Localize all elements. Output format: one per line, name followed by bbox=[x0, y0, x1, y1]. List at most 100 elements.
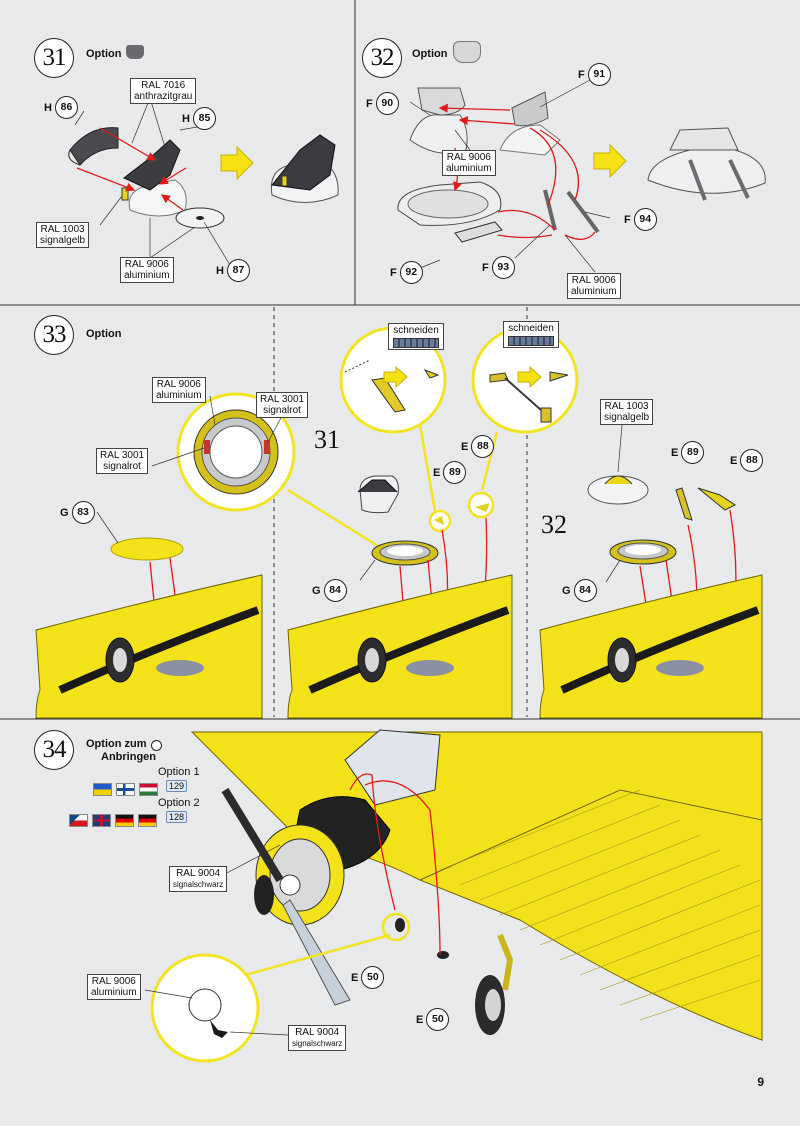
ral-color-name: aluminium bbox=[124, 270, 170, 281]
ral-code: RAL 1003 bbox=[604, 401, 649, 412]
cut-label: schneiden bbox=[508, 323, 554, 334]
option2-flags bbox=[69, 814, 157, 827]
ral-code: RAL 9004 bbox=[176, 868, 221, 879]
part-letter: F bbox=[390, 266, 397, 279]
part-letter: H bbox=[182, 112, 190, 125]
cut-instruction-right: schneiden bbox=[503, 321, 559, 348]
ral-color-name: signalgelb bbox=[604, 412, 650, 423]
option1-flags bbox=[93, 783, 158, 796]
step-number-31: 31 bbox=[34, 38, 74, 78]
ral-code: RAL 9006 bbox=[571, 275, 616, 286]
step33-artwork bbox=[35, 326, 763, 719]
part-number: 89 bbox=[443, 461, 467, 484]
ral-color-name: aluminium bbox=[446, 163, 492, 174]
ral-code: RAL 7016 bbox=[141, 80, 186, 91]
cut-instruction-left: schneiden bbox=[388, 323, 444, 350]
part-letter: F bbox=[482, 261, 489, 274]
ral-code: RAL 3001 bbox=[260, 394, 305, 405]
ral-color-name: aluminium bbox=[156, 390, 202, 401]
ral-code: RAL 9006 bbox=[91, 976, 136, 987]
part-number: 50 bbox=[361, 966, 385, 989]
part-number: 89 bbox=[681, 441, 705, 464]
ral-color-name: signalschwarz bbox=[292, 1039, 343, 1048]
option2-label: Option 2 bbox=[158, 797, 200, 809]
part-number: 83 bbox=[71, 501, 95, 524]
part-number: 88 bbox=[740, 449, 764, 472]
part-letter: E bbox=[730, 454, 738, 467]
step31-ral-7016: RAL 7016 anthrazitgrau bbox=[130, 78, 197, 104]
step34-ral-9004-bottom: RAL 9004 signalschwarz bbox=[288, 1025, 347, 1051]
ral-color-name: signalschwarz bbox=[173, 880, 224, 889]
step34-ral-9006: RAL 9006 aluminium bbox=[87, 974, 141, 1000]
step33-option-label: Option bbox=[86, 328, 122, 340]
part-number: 50 bbox=[426, 1008, 450, 1031]
part-number: 85 bbox=[192, 107, 216, 130]
ral-color-name: signalrot bbox=[103, 461, 141, 472]
flag-uk-icon bbox=[92, 814, 111, 827]
step34-artwork bbox=[144, 729, 763, 1063]
part-number: 94 bbox=[633, 208, 657, 231]
part-letter: E bbox=[671, 446, 679, 459]
decal-129-badge: 129 bbox=[166, 780, 188, 792]
ral-color-name: anthrazitgrau bbox=[134, 91, 193, 102]
step34-option-label-line2: Anbringen bbox=[101, 751, 156, 763]
part-letter: G bbox=[312, 584, 321, 597]
flag-ukraine-icon bbox=[93, 783, 112, 796]
part-letter: H bbox=[216, 264, 224, 277]
part-letter: E bbox=[461, 440, 469, 453]
ral-code: RAL 9006 bbox=[124, 259, 169, 270]
part-number: 86 bbox=[54, 96, 78, 119]
step-number-34: 34 bbox=[34, 730, 74, 770]
step31-artwork bbox=[68, 97, 339, 266]
flag-hungary-icon bbox=[139, 783, 158, 796]
part-letter: F bbox=[578, 68, 585, 81]
ral-code: RAL 9006 bbox=[446, 152, 491, 163]
panel-dividers bbox=[0, 0, 800, 720]
flag-finland-icon bbox=[116, 783, 135, 796]
ral-code: RAL 3001 bbox=[100, 450, 145, 461]
knife-icon bbox=[508, 336, 554, 346]
step34-ral-9004-top: RAL 9004 signalschwarz bbox=[169, 866, 228, 892]
ral-code: RAL 9004 bbox=[295, 1027, 340, 1038]
step32-artwork bbox=[397, 79, 766, 273]
step33-ral-3001-left: RAL 3001 signalrot bbox=[96, 448, 149, 474]
part-letter: H bbox=[44, 101, 52, 114]
part-letter: E bbox=[416, 1013, 424, 1026]
option1-label: Option 1 bbox=[158, 766, 200, 778]
step32-ral-9006-bottom: RAL 9006 aluminium bbox=[567, 273, 621, 299]
part-number: 90 bbox=[375, 92, 399, 115]
part-letter: F bbox=[366, 97, 373, 110]
step-number-33: 33 bbox=[34, 315, 74, 355]
step-number-32: 32 bbox=[362, 38, 402, 78]
part-letter: G bbox=[562, 584, 571, 597]
part-number: 88 bbox=[471, 435, 495, 458]
step33-ral-1003: RAL 1003 signalgelb bbox=[600, 399, 654, 425]
step32-ral-9006-top: RAL 9006 aluminium bbox=[442, 150, 496, 176]
part-number: 84 bbox=[323, 579, 347, 602]
step31-ral-1003: RAL 1003 signalgelb bbox=[36, 222, 90, 248]
decal-128-badge: 128 bbox=[166, 811, 188, 823]
part-number: 87 bbox=[226, 259, 250, 282]
part-number: 84 bbox=[573, 579, 597, 602]
ral-color-name: signalgelb bbox=[40, 235, 86, 246]
magnifier-icon bbox=[151, 740, 162, 751]
part-number: 93 bbox=[491, 256, 515, 279]
step32-option-label: Option bbox=[412, 48, 448, 60]
